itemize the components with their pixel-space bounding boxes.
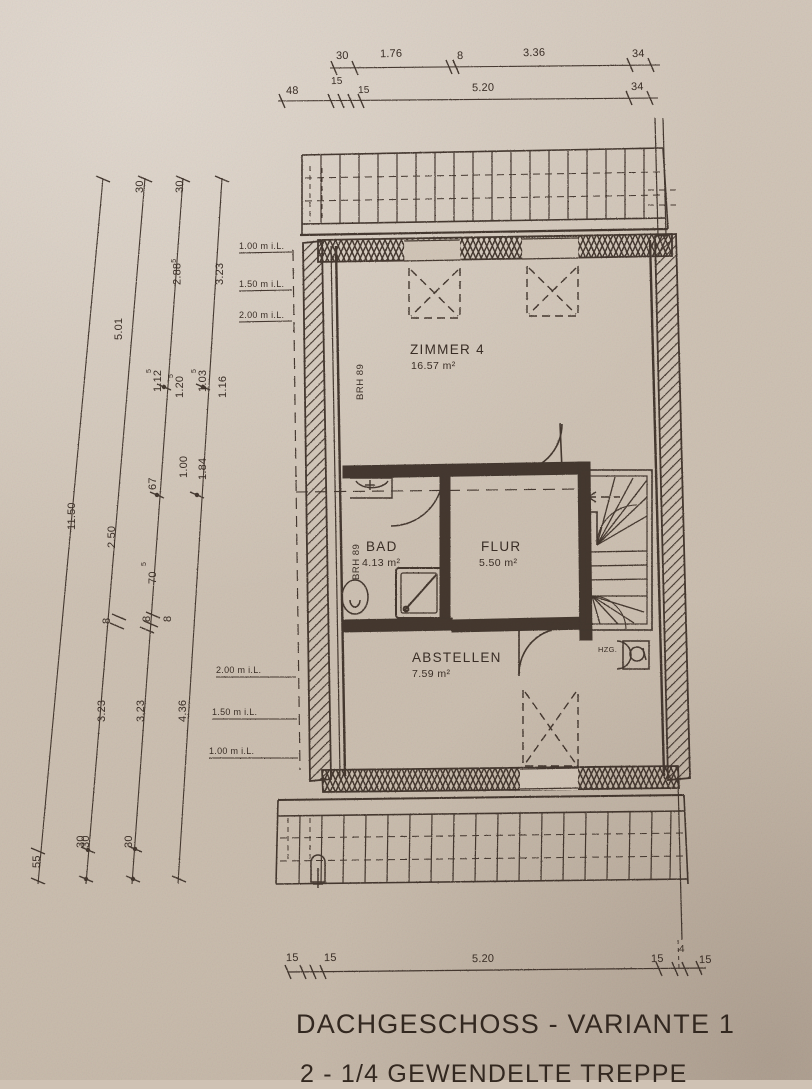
- dim-top2-15b: 15: [357, 84, 370, 97]
- dim-left-323b: 3.23: [135, 699, 147, 722]
- dim-top1-336: 3.36: [522, 46, 546, 60]
- sup-70: 5: [141, 561, 148, 566]
- room-label-abstellen: ABSTELLEN: [412, 650, 502, 665]
- brh-label-lower: BRH 89: [351, 543, 362, 580]
- dim-left-323c: 3.23: [214, 262, 226, 285]
- dim-left-250: 2.50: [106, 525, 118, 548]
- dim-left-55: 55: [31, 855, 43, 868]
- dim-left-120: 1.20: [174, 375, 186, 398]
- dim-top1-30: 30: [335, 49, 349, 63]
- room-area-flur: 5.50 m²: [479, 557, 518, 569]
- dim-left-501: 5.01: [113, 317, 125, 340]
- brh-label-upper: BRH 89: [355, 363, 366, 400]
- dim-left-288: 2.885: [171, 258, 184, 285]
- sup-120: 5: [168, 373, 175, 378]
- dim-left-30c: 30: [134, 180, 146, 193]
- dim-left-8a: 8: [101, 617, 113, 624]
- roof-height-100-lower: 1.00 m i.L.: [209, 746, 255, 756]
- dim-left-112: 1.12: [152, 369, 164, 392]
- dim-left-103: 1.03: [197, 369, 209, 392]
- dim-left-100: 1.00: [178, 455, 190, 478]
- room-label-flur: FLUR: [481, 539, 522, 554]
- dim-left-30d: 30: [123, 835, 135, 848]
- dim-bottom-15b: 15: [323, 951, 337, 965]
- dim-bottom-4: 4: [678, 943, 685, 956]
- dim-left-1150: 11.50: [66, 502, 78, 530]
- room-area-abstellen: 7.59 m²: [412, 668, 451, 680]
- dim-bottom-520: 5.20: [471, 952, 495, 966]
- plan-title: DACHGESCHOSS - VARIANTE 1: [296, 1009, 736, 1039]
- dim-left-8c: 8: [162, 615, 174, 622]
- room-area-bad: 4.13 m²: [362, 557, 401, 569]
- plan-subtitle: 2 - 1/4 GEWENDELTE TREPPE: [300, 1060, 688, 1088]
- dim-bottom-15a: 15: [285, 951, 299, 965]
- roof-height-200-upper: 2.00 m i.L.: [239, 310, 285, 320]
- dim-left-116: 1.16: [217, 375, 229, 398]
- roof-height-150-lower: 1.50 m i.L.: [212, 707, 258, 717]
- dim-top2-34: 34: [630, 80, 644, 94]
- dim-left-184: 1.84: [197, 457, 209, 480]
- dim-left-323a: 3.23: [96, 699, 108, 722]
- dim-left-30e: 30: [174, 180, 186, 193]
- heating-label: HZG.: [598, 645, 618, 654]
- dim-top1-176: 1.76: [379, 47, 403, 61]
- roof-height-200-lower: 2.00 m i.L.: [216, 665, 262, 675]
- roof-height-150-upper: 1.50 m i.L.: [239, 279, 285, 289]
- dim-top2-48: 48: [285, 84, 299, 98]
- dim-bottom-15d: 15: [698, 953, 712, 967]
- sup-103: 5: [191, 368, 198, 373]
- dim-top1-8: 8: [456, 49, 464, 63]
- room-label-bad: BAD: [366, 539, 398, 554]
- dim-left-67: 67: [147, 477, 159, 490]
- sup-112: 5: [146, 368, 153, 373]
- dim-top1-34: 34: [631, 47, 645, 61]
- dim-bottom-15c: 15: [650, 952, 664, 966]
- dim-left-436: 4.36: [177, 699, 189, 722]
- dim-left-70: 70: [147, 571, 159, 584]
- roof-height-100-upper: 1.00 m i.L.: [239, 241, 285, 251]
- dim-left-8b: 8: [141, 615, 153, 622]
- dim-left-30b: 30: [75, 835, 87, 848]
- dim-top2-520: 5.20: [471, 81, 495, 95]
- room-label-zimmer4: ZIMMER 4: [410, 342, 485, 357]
- dim-top2-15a: 15: [330, 75, 343, 88]
- room-area-zimmer4: 16.57 m²: [411, 360, 456, 372]
